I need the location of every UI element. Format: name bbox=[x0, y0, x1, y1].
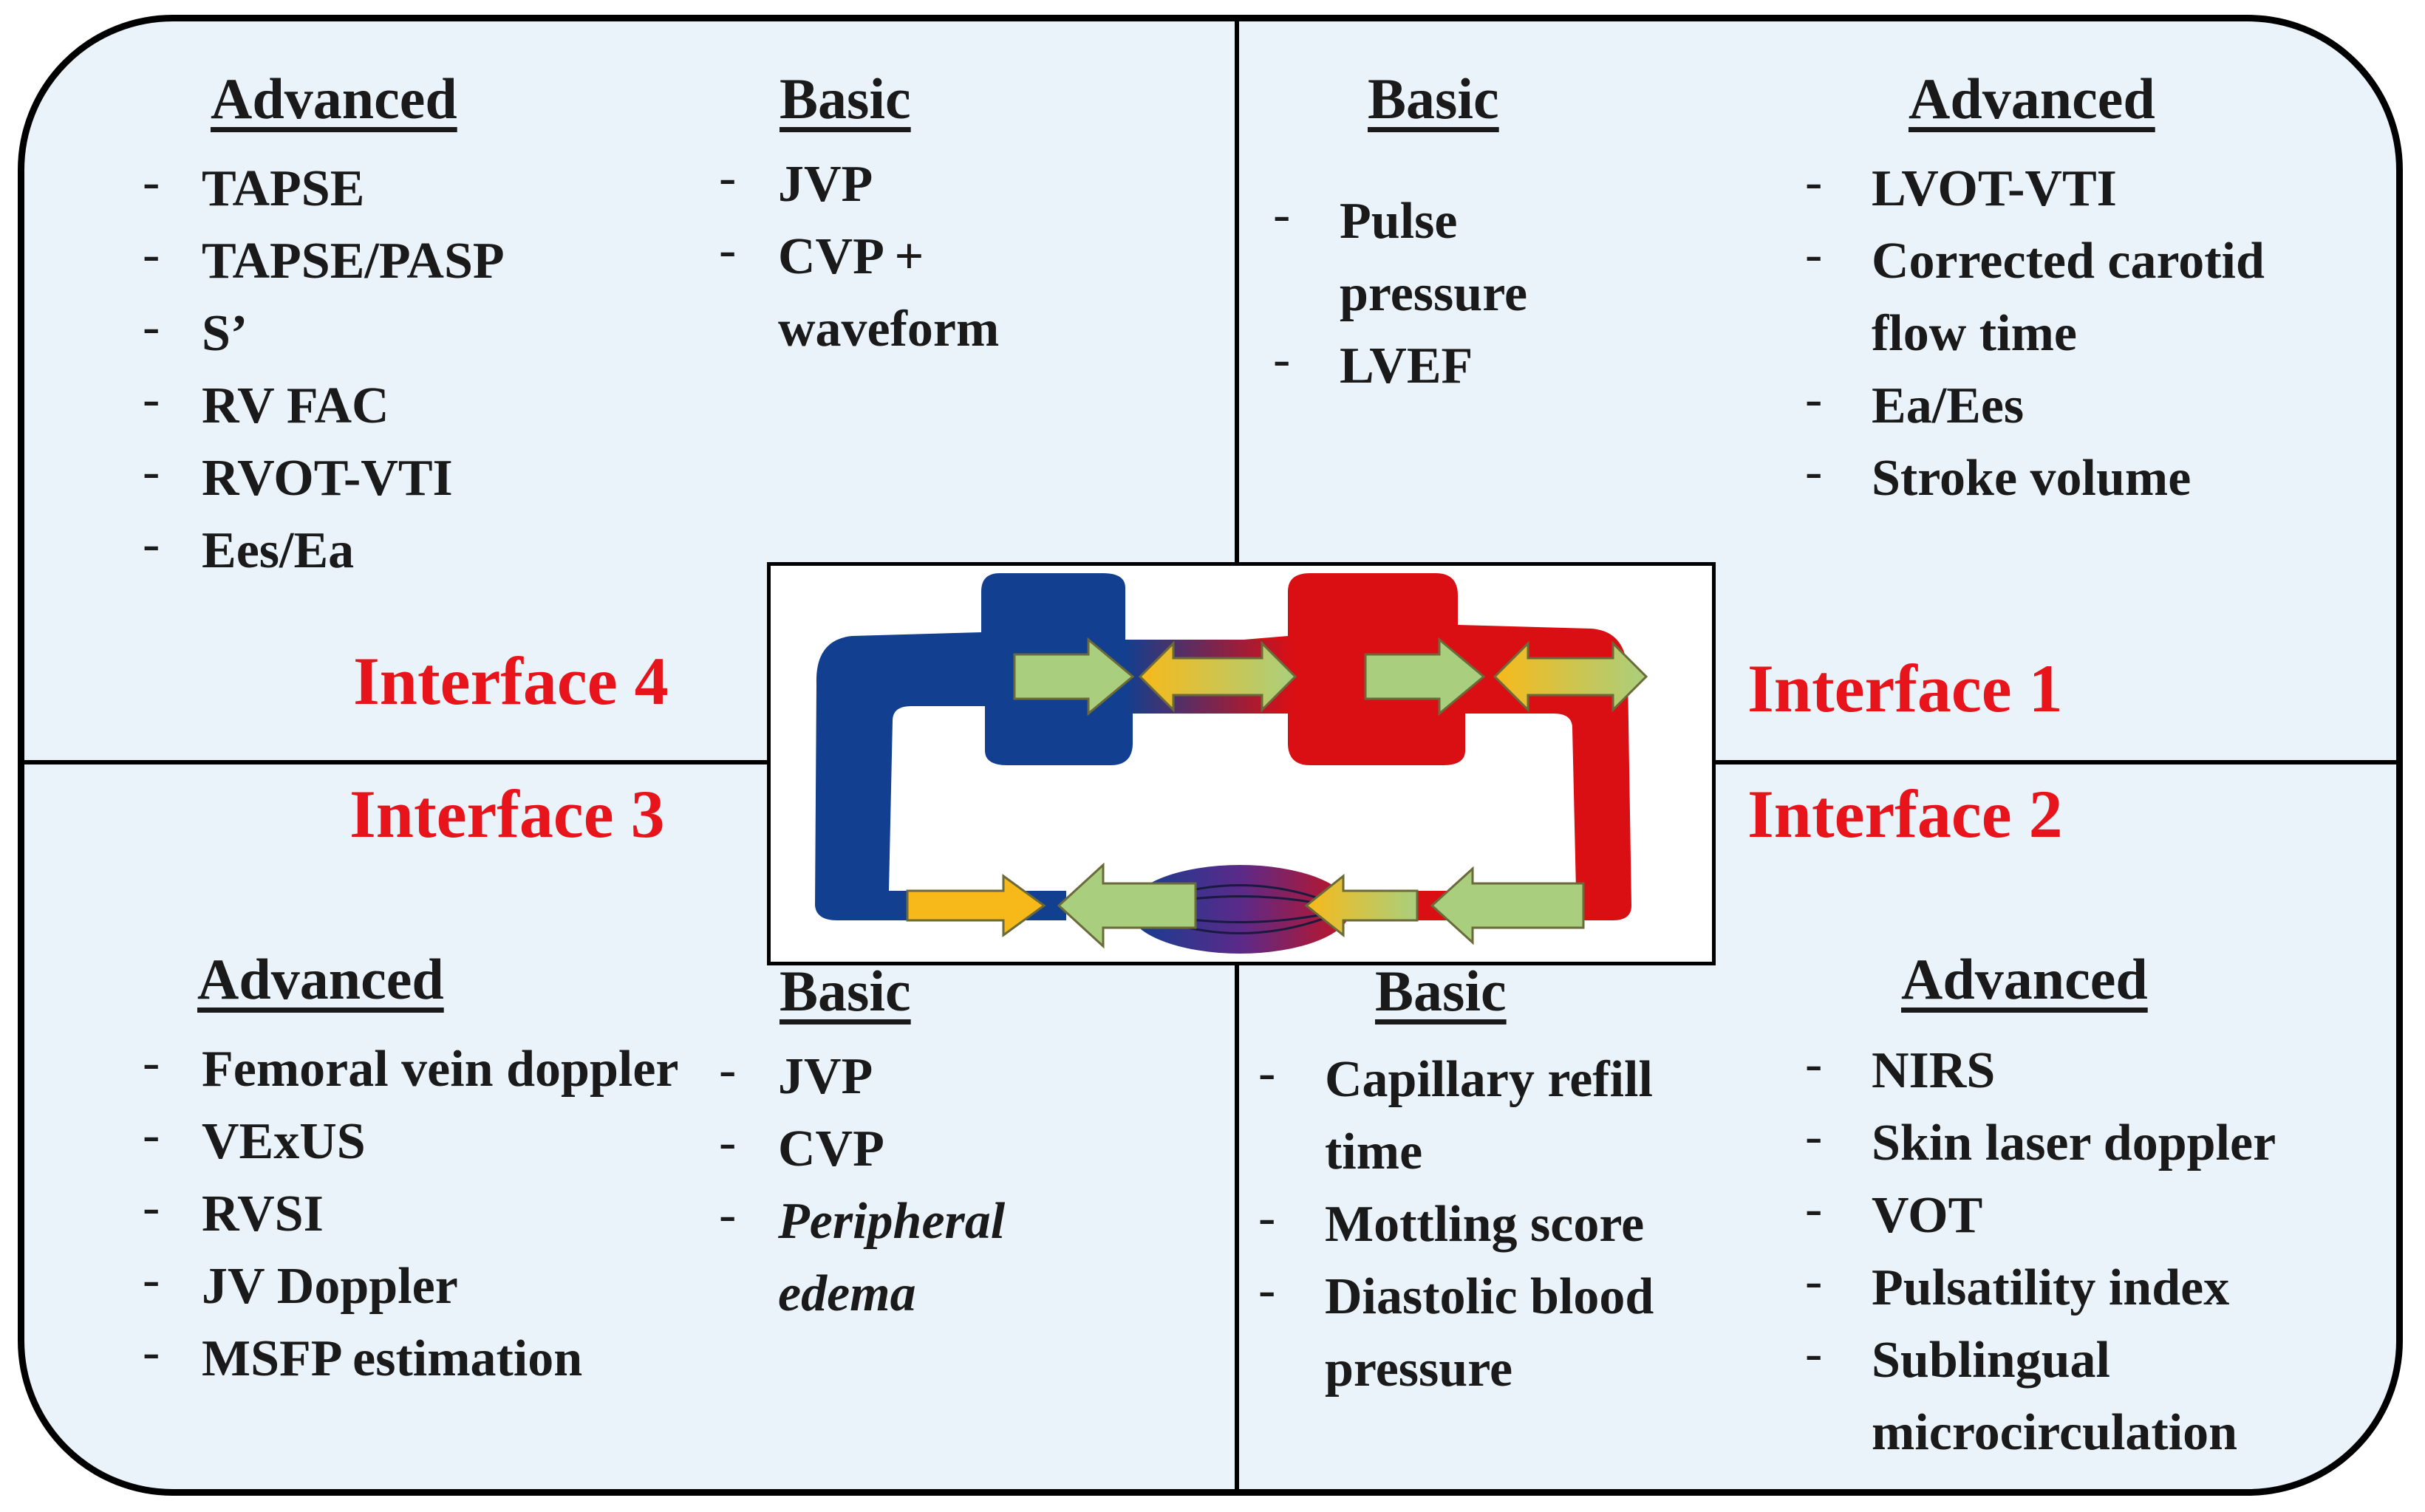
list-item: -CVP bbox=[719, 1114, 884, 1177]
list-item: -Femoral vein doppler bbox=[143, 1034, 679, 1098]
arrow-left-icon bbox=[1057, 862, 1197, 949]
bl-basic-list: -JVP -CVP -Peripheral edema bbox=[719, 1041, 1088, 1330]
list-item: -RVSI bbox=[143, 1179, 324, 1242]
list-item: -TAPSE/PASP bbox=[143, 226, 505, 290]
br-basic-list: -Capillary refill time -Mottling score -… bbox=[1258, 1044, 1739, 1406]
list-item: -TAPSE bbox=[143, 154, 365, 217]
interface-3-label: Interface 3 bbox=[349, 776, 665, 852]
tl-basic-heading: Basic bbox=[780, 66, 911, 131]
list-item: -MSFP estimation bbox=[143, 1324, 583, 1387]
list-item: -JVP bbox=[719, 149, 873, 213]
list-item: -RVOT-VTI bbox=[143, 443, 453, 507]
list-item: -Ees/Ea bbox=[143, 516, 355, 579]
list-item: -JV Doppler bbox=[143, 1251, 458, 1315]
arterial-pathway bbox=[1244, 573, 1631, 920]
list-item: -RV FAC bbox=[143, 371, 389, 434]
list-item: -VOT bbox=[1805, 1180, 1983, 1244]
br-basic-heading: Basic bbox=[1375, 959, 1507, 1023]
tr-basic-heading: Basic bbox=[1368, 66, 1499, 131]
list-item: -NIRS bbox=[1805, 1036, 1996, 1099]
arrow-right-icon bbox=[1013, 637, 1135, 716]
tl-advanced-heading: Advanced bbox=[211, 66, 457, 131]
tr-advanced-heading: Advanced bbox=[1909, 66, 2155, 131]
list-item: -LVEF bbox=[1273, 331, 1473, 394]
list-item: -VExUS bbox=[143, 1106, 366, 1170]
list-item: -S’ bbox=[143, 298, 248, 362]
interface-4-label: Interface 4 bbox=[353, 643, 669, 719]
bl-advanced-heading: Advanced bbox=[197, 947, 444, 1011]
list-item: -Sublingual microcirculation bbox=[1805, 1325, 2238, 1461]
list-item: -LVOT-VTI bbox=[1805, 154, 2117, 217]
tl-basic-list: -JVP -CVP + waveform bbox=[719, 148, 1074, 366]
diagram-board: Advanced -TAPSE -TAPSE/PASP -S’ -RV FAC … bbox=[18, 15, 2403, 1496]
tr-basic-list: -Pulse pressure -LVEF bbox=[1273, 185, 1620, 403]
interface-2-label: Interface 2 bbox=[1747, 776, 2063, 852]
bl-basic-heading: Basic bbox=[780, 959, 911, 1023]
interface-1-label: Interface 1 bbox=[1747, 651, 2063, 726]
circulation-diagram bbox=[767, 562, 1716, 965]
arrow-right-icon bbox=[1364, 637, 1486, 716]
bl-advanced-list: -Femoral vein doppler -VExUS -RVSI -JV D… bbox=[143, 1033, 689, 1395]
list-item: -Pulse pressure bbox=[1273, 186, 1528, 322]
list-item: -Stroke volume bbox=[1805, 443, 2192, 507]
tr-advanced-list: -LVOT-VTI -Corrected carotid flow time -… bbox=[1805, 153, 2285, 515]
list-item: -Capillary refill time bbox=[1258, 1044, 1653, 1180]
arrow-double-icon bbox=[1138, 640, 1297, 713]
tl-advanced-list: -TAPSE -TAPSE/PASP -S’ -RV FAC -RVOT-VTI… bbox=[143, 153, 586, 587]
list-item: -Skin laser doppler bbox=[1805, 1108, 2276, 1171]
arrow-double-icon bbox=[1493, 640, 1648, 713]
arrow-left-icon bbox=[1304, 873, 1419, 938]
circulation-svg bbox=[815, 573, 1648, 954]
list-item: -CVP + waveform bbox=[719, 222, 1000, 358]
list-item: -JVP bbox=[719, 1041, 873, 1105]
br-advanced-list: -NIRS -Skin laser doppler -VOT -Pulsatil… bbox=[1805, 1035, 2374, 1469]
br-advanced-heading: Advanced bbox=[1901, 947, 2148, 1011]
list-item: -Corrected carotid flow time bbox=[1805, 226, 2265, 362]
list-item: -Diastolic blood pressure bbox=[1258, 1262, 1654, 1398]
list-item: -Pulsatility index bbox=[1805, 1253, 2230, 1316]
list-item: -Ea/Ees bbox=[1805, 371, 2025, 434]
arrow-right-icon bbox=[906, 874, 1046, 937]
list-item: -Mottling score bbox=[1258, 1189, 1645, 1253]
arrow-left-icon bbox=[1430, 866, 1585, 945]
list-item: -Peripheral edema bbox=[719, 1186, 1006, 1322]
